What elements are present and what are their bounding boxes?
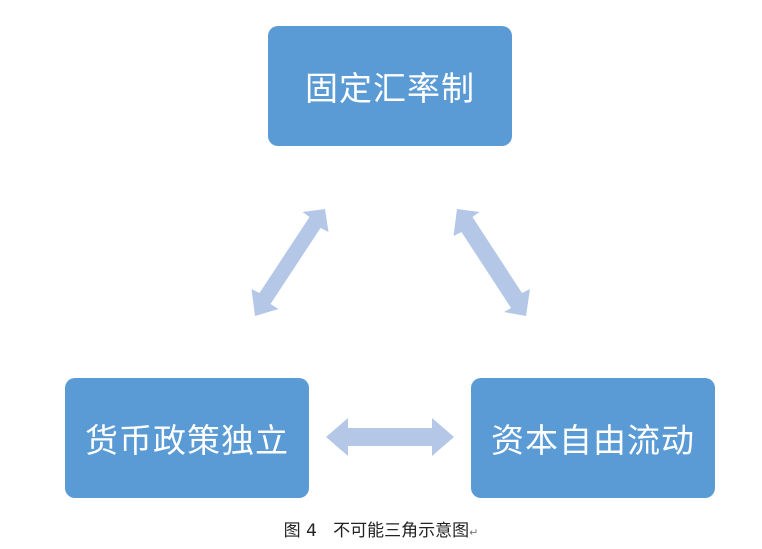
double-arrow-bottom	[326, 418, 454, 456]
node-free-capital-flow-label: 资本自由流动	[491, 421, 695, 460]
node-fixed-exchange-rate-label: 固定汇率制	[305, 69, 475, 108]
figure-caption: 图 4 不可能三角示意图↵	[0, 516, 762, 541]
node-free-capital-flow: 资本自由流动	[471, 378, 715, 498]
node-monetary-policy-independence: 货币政策独立	[65, 378, 309, 498]
figure-caption-text: 图 4 不可能三角示意图	[283, 521, 470, 541]
double-arrow-right	[453, 209, 530, 316]
node-fixed-exchange-rate: 固定汇率制	[268, 26, 512, 146]
paragraph-mark-icon: ↵	[469, 526, 479, 539]
double-arrow-left	[251, 209, 329, 316]
node-monetary-policy-independence-label: 货币政策独立	[85, 421, 289, 460]
